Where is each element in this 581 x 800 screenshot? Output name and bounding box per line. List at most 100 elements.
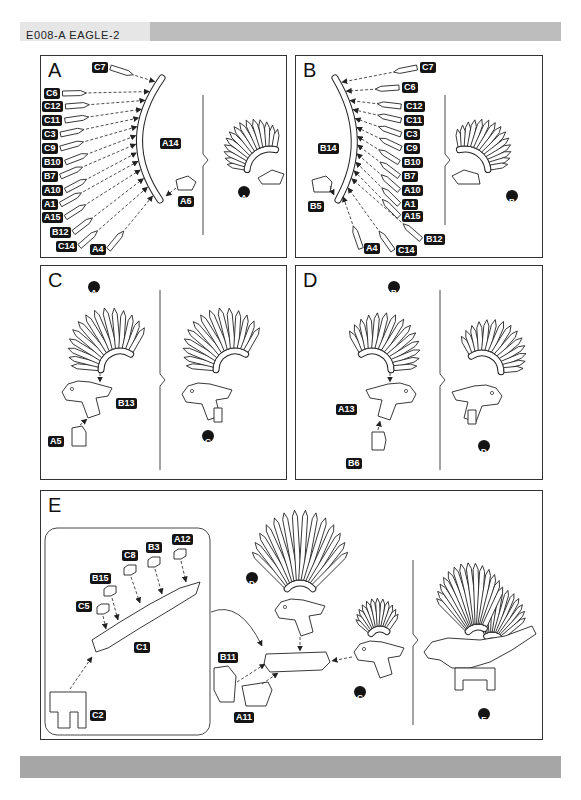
feather-piece xyxy=(72,218,93,235)
leader-arrow xyxy=(357,127,378,137)
part-tag: A12 xyxy=(172,534,193,545)
feather-piece xyxy=(379,231,395,252)
assembly-callout: C xyxy=(354,686,366,698)
feather-piece xyxy=(377,102,401,109)
part-tag: B12 xyxy=(50,227,71,238)
eye-hole xyxy=(490,391,493,394)
feather-piece xyxy=(379,138,402,151)
leader-arrow xyxy=(84,144,135,166)
part-number: A11 xyxy=(236,712,252,723)
body-piece xyxy=(275,599,325,636)
leader-arrow xyxy=(358,145,379,161)
step-panel: DBA13B6D xyxy=(295,265,543,480)
step-panel: EDC8B3A12B15C5C1C2B11A11CE xyxy=(40,490,543,740)
small-piece xyxy=(97,604,109,614)
part-number: A4 xyxy=(92,244,104,255)
feather-piece xyxy=(403,224,423,242)
header-bar xyxy=(150,22,561,41)
part-number: C9 xyxy=(406,143,418,154)
header-band xyxy=(20,22,561,41)
part-tag: B7 xyxy=(42,171,58,182)
part-number: B12 xyxy=(426,234,443,245)
part-number: A4 xyxy=(366,243,378,254)
part-number: B12 xyxy=(52,227,69,238)
part-number: C3 xyxy=(406,129,418,140)
part-number: B10 xyxy=(44,157,61,168)
leader-arrow xyxy=(262,673,278,684)
step-divider xyxy=(203,95,208,235)
part-tag: B5 xyxy=(308,201,324,212)
part-number: C8 xyxy=(124,550,136,561)
feather-piece xyxy=(382,199,401,218)
footer-bar xyxy=(20,756,561,778)
detail-inset xyxy=(45,528,210,735)
spine-fill xyxy=(468,627,484,632)
leader-arrow xyxy=(378,421,380,430)
step-letter: D xyxy=(296,266,542,292)
part-tag: B15 xyxy=(90,573,111,584)
leader-arrow xyxy=(86,118,139,129)
leader-arrow xyxy=(352,179,402,223)
part-tag: B13 xyxy=(116,398,137,409)
stand-piece xyxy=(214,408,222,422)
leader-arrow xyxy=(70,657,92,689)
part-tag: C6 xyxy=(402,82,418,93)
joint-piece xyxy=(264,652,330,672)
head-piece xyxy=(176,176,196,190)
part-number: B7 xyxy=(404,171,416,182)
feather-piece xyxy=(59,193,81,207)
part-tag: C14 xyxy=(56,241,77,252)
part-number: C3 xyxy=(44,129,56,140)
feather-piece xyxy=(129,328,145,352)
leader-arrow xyxy=(346,89,373,91)
leader-arrow xyxy=(89,153,137,179)
leader-arrow xyxy=(350,101,375,104)
part-number: C5 xyxy=(78,601,90,612)
step-letter: C xyxy=(41,266,286,292)
assembly-callout: C xyxy=(202,430,214,442)
part-tag: B14 xyxy=(318,143,339,154)
feather-piece xyxy=(353,226,364,250)
leader-arrow xyxy=(80,419,87,425)
feather-piece xyxy=(65,154,88,165)
part-number: A1 xyxy=(404,199,416,210)
part-tag: B3 xyxy=(146,542,162,553)
step-letter: A xyxy=(41,56,286,82)
part-tag: C2 xyxy=(90,710,106,721)
leader-arrow xyxy=(131,577,140,603)
leader-arrow xyxy=(332,657,352,661)
part-tag: B11 xyxy=(218,652,238,663)
spine-fill xyxy=(371,629,387,633)
eye-hole xyxy=(362,647,365,650)
part-number: C7 xyxy=(422,62,434,73)
leader-arrow xyxy=(87,170,140,204)
assembly-callout: E xyxy=(478,708,490,720)
feather-piece xyxy=(312,552,347,587)
part-tag: A5 xyxy=(48,436,64,447)
feather-piece xyxy=(110,65,134,75)
part-tag: A6 xyxy=(178,196,194,207)
part-number: C14 xyxy=(58,241,75,252)
feather-piece xyxy=(272,129,279,147)
spine-fill xyxy=(287,583,313,589)
step-divider xyxy=(413,560,418,725)
leader-arrow xyxy=(125,196,153,230)
feather-piece xyxy=(60,141,84,151)
body-piece xyxy=(424,626,536,668)
part-tag: B10 xyxy=(402,157,423,168)
part-number: B6 xyxy=(348,458,360,469)
callout-letter: C xyxy=(357,692,363,704)
step-letter: E xyxy=(41,491,542,517)
small-piece xyxy=(104,586,116,596)
assembly-callout: A xyxy=(88,281,100,293)
part-tag: A10 xyxy=(402,185,423,196)
small-piece xyxy=(174,549,186,559)
part-tag: C14 xyxy=(396,245,417,256)
body-piece xyxy=(62,381,112,418)
part-number: A10 xyxy=(44,185,61,196)
part-tag: A15 xyxy=(42,212,63,223)
part-number: B7 xyxy=(44,171,56,182)
spine-outline xyxy=(139,78,162,200)
callout-letter: A xyxy=(241,192,247,204)
